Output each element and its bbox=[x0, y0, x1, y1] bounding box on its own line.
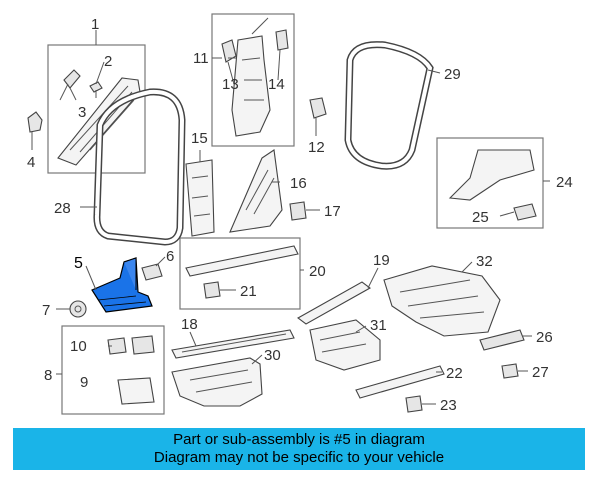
part-scuff-18 bbox=[171, 329, 295, 359]
part-screw-2 bbox=[89, 81, 103, 93]
callout-2: 2 bbox=[104, 53, 112, 70]
callout-4: 4 bbox=[27, 154, 35, 171]
callout-16: 16 bbox=[290, 175, 307, 192]
banner-line-1: Part or sub-assembly is #5 in diagram bbox=[173, 431, 425, 448]
callout-13: 13 bbox=[222, 76, 239, 93]
callout-26: 26 bbox=[536, 329, 553, 346]
part-clip-23 bbox=[405, 395, 423, 413]
part-clip-12 bbox=[309, 97, 327, 119]
callout-6: 6 bbox=[166, 248, 174, 265]
part-clip-17 bbox=[289, 201, 307, 221]
part-door-seal-29 bbox=[344, 41, 434, 170]
callout-20: 20 bbox=[309, 263, 326, 280]
part-bracket-9 bbox=[117, 377, 155, 405]
callout-31: 31 bbox=[370, 317, 387, 334]
part-strip-22 bbox=[355, 365, 445, 399]
part-clip-10 bbox=[107, 337, 127, 355]
callout-9: 9 bbox=[80, 374, 88, 391]
group-box-20 bbox=[179, 237, 301, 310]
banner-line-2: Diagram may not be specific to your vehi… bbox=[153, 449, 445, 466]
callout-25: 25 bbox=[472, 209, 489, 226]
part-clip-25 bbox=[513, 203, 537, 221]
callout-11: 11 bbox=[193, 50, 209, 67]
callout-22: 22 bbox=[446, 365, 463, 382]
callout-7: 7 bbox=[42, 302, 50, 319]
part-b-pillar-trim bbox=[231, 35, 271, 137]
part-kick-panel-5-highlighted bbox=[91, 257, 153, 313]
part-strip-19 bbox=[296, 281, 372, 325]
callout-23: 23 bbox=[440, 397, 457, 414]
callout-19: 19 bbox=[373, 252, 390, 269]
part-sill-20 bbox=[185, 245, 299, 277]
group-box-8 bbox=[61, 325, 165, 415]
callout-12: 12 bbox=[308, 139, 325, 156]
part-clip-13 bbox=[221, 39, 237, 63]
group-box-24 bbox=[436, 137, 544, 229]
callout-18: 18 bbox=[181, 316, 198, 333]
callout-3: 3 bbox=[78, 104, 86, 121]
callout-1: 1 bbox=[91, 16, 99, 33]
part-clip-14 bbox=[275, 29, 289, 51]
part-pillar-15 bbox=[185, 159, 215, 237]
parts-diagram: 1 2 3 4 5 6 7 8 9 10 11 12 13 14 15 16 1… bbox=[27, 13, 573, 415]
callout-21: 21 bbox=[240, 283, 257, 300]
callout-28: 28 bbox=[54, 200, 71, 217]
callout-32: 32 bbox=[476, 253, 493, 270]
part-bracket-4 bbox=[27, 111, 43, 133]
callout-15: 15 bbox=[191, 130, 208, 147]
part-clip-9 bbox=[131, 335, 155, 355]
callout-24: 24 bbox=[556, 174, 573, 191]
callout-14: 14 bbox=[268, 76, 285, 93]
part-clip-27 bbox=[501, 363, 519, 379]
group-box-11 bbox=[211, 13, 295, 147]
part-weatherstrip-28 bbox=[93, 88, 186, 246]
part-carpet-31 bbox=[309, 319, 381, 371]
part-clip-26 bbox=[479, 329, 525, 351]
part-clip-21 bbox=[203, 281, 221, 299]
part-clip-3 bbox=[63, 69, 81, 89]
callout-10: 10 bbox=[70, 338, 87, 355]
part-tray-30 bbox=[171, 357, 263, 407]
callout-30: 30 bbox=[264, 347, 281, 364]
callout-17: 17 bbox=[324, 203, 341, 220]
callout-8: 8 bbox=[44, 367, 52, 384]
part-clip-6 bbox=[141, 263, 163, 281]
part-grommet-7 bbox=[69, 300, 87, 318]
callout-27: 27 bbox=[532, 364, 549, 381]
info-banner: Part or sub-assembly is #5 in diagram Di… bbox=[13, 428, 585, 470]
callout-5: 5 bbox=[74, 255, 83, 272]
part-trim-24 bbox=[448, 149, 535, 201]
callout-29: 29 bbox=[444, 66, 461, 83]
